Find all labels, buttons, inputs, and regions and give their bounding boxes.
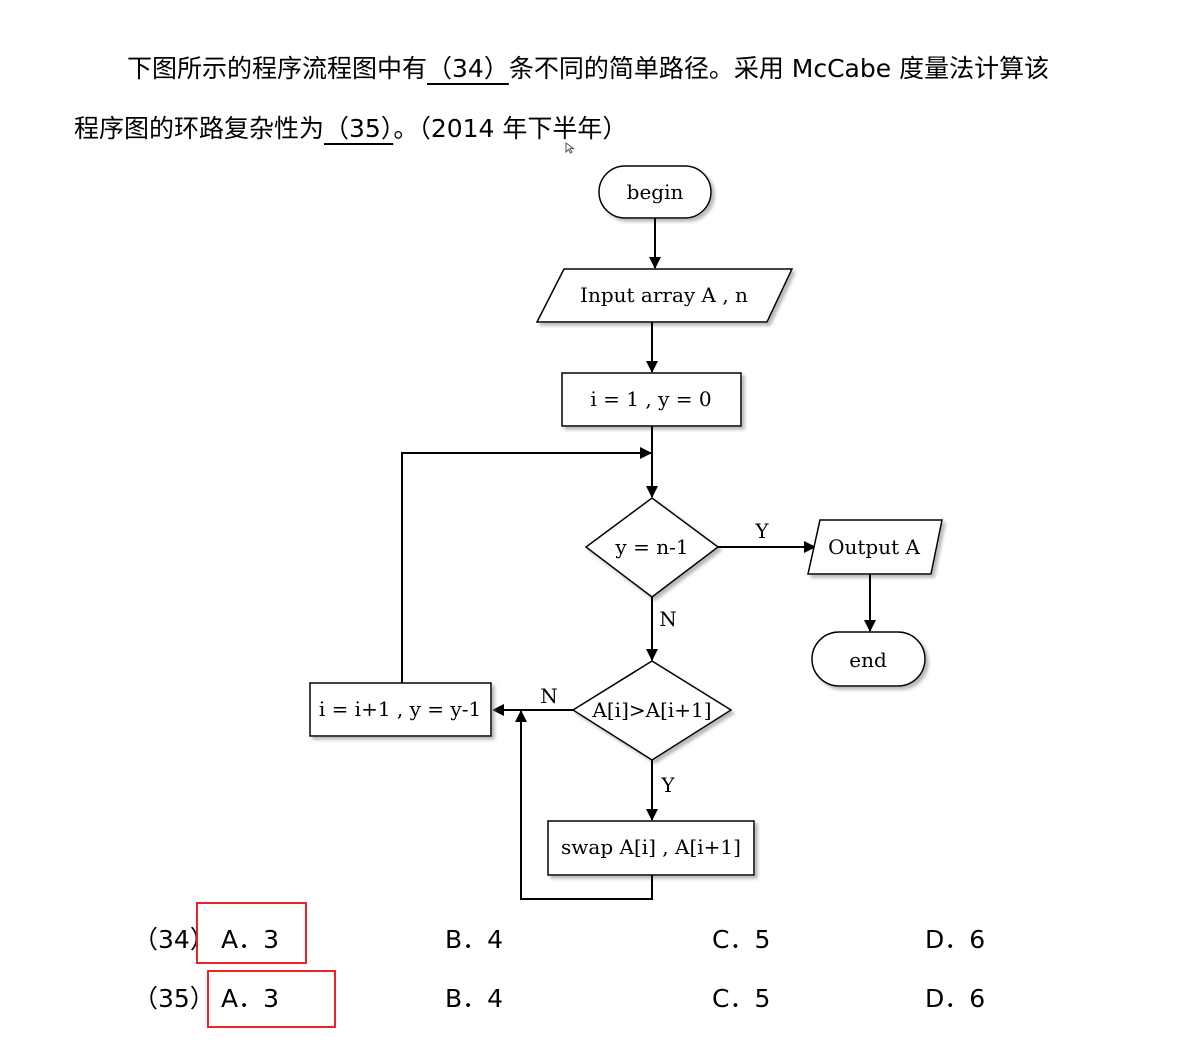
option-b[interactable]: B．4: [445, 984, 504, 1013]
condition-1-label: y = n-1: [614, 535, 688, 559]
question-text: 条不同的简单路径。采用 McCabe 度量法计算该: [508, 54, 1050, 83]
option-d[interactable]: D．6: [925, 984, 986, 1013]
blank-35: （35）: [324, 114, 394, 143]
increment-label: i = i+1 , y = y-1: [319, 697, 481, 721]
answer-highlight-box: [207, 970, 336, 1028]
option-c[interactable]: C．5: [712, 925, 771, 954]
end-label: end: [849, 648, 887, 672]
cond1-yes-label: Y: [754, 519, 769, 543]
option-d[interactable]: D．6: [925, 925, 986, 954]
option-a[interactable]: A．3: [221, 925, 280, 954]
swap-label: swap A[i] , A[i+1]: [561, 835, 741, 859]
swap-box: [547, 820, 755, 876]
blank-34: （34）: [427, 54, 509, 83]
increment-box: [309, 682, 492, 737]
mouse-cursor-icon: [565, 142, 575, 154]
begin-label: begin: [627, 180, 684, 204]
question-text: 。（2014 年下半年）: [393, 114, 628, 143]
answer-highlight-box: [196, 902, 307, 964]
options-row-34: （34） A．3 B．4 C．5 D．6: [0, 925, 1178, 955]
option-question-number: （34）: [133, 925, 215, 954]
question-line-1: 下图所示的程序流程图中有（34）条不同的简单路径。采用 McCabe 度量法计算…: [127, 54, 1049, 84]
output-parallelogram: [807, 519, 943, 575]
option-a[interactable]: A．3: [221, 984, 280, 1013]
input-parallelogram: [535, 268, 794, 323]
loop-back-arrow: [401, 447, 652, 683]
input-label: Input array A , n: [580, 283, 748, 307]
question-text: 程序图的环路复杂性为: [74, 114, 325, 143]
option-b[interactable]: B．4: [445, 925, 504, 954]
cond2-no-label: N: [540, 684, 558, 708]
end-terminal: [811, 631, 926, 687]
init-label: i = 1 , y = 0: [590, 387, 711, 411]
cond1-no-label: N: [659, 607, 677, 631]
swap-return-arrow: [515, 710, 653, 900]
question-text: 下图所示的程序流程图中有: [127, 54, 428, 83]
condition-2-label: A[i]>A[i+1]: [591, 698, 711, 722]
output-label: Output A: [828, 535, 920, 559]
init-box: [561, 372, 742, 427]
question-line-2: 程序图的环路复杂性为（35）。（2014 年下半年）: [74, 114, 627, 144]
options-row-35: （35） A．3 B．4 C．5 D．6: [0, 984, 1178, 1014]
option-question-number: （35）: [133, 984, 215, 1013]
option-c[interactable]: C．5: [712, 984, 771, 1013]
cond2-yes-label: Y: [660, 773, 675, 797]
